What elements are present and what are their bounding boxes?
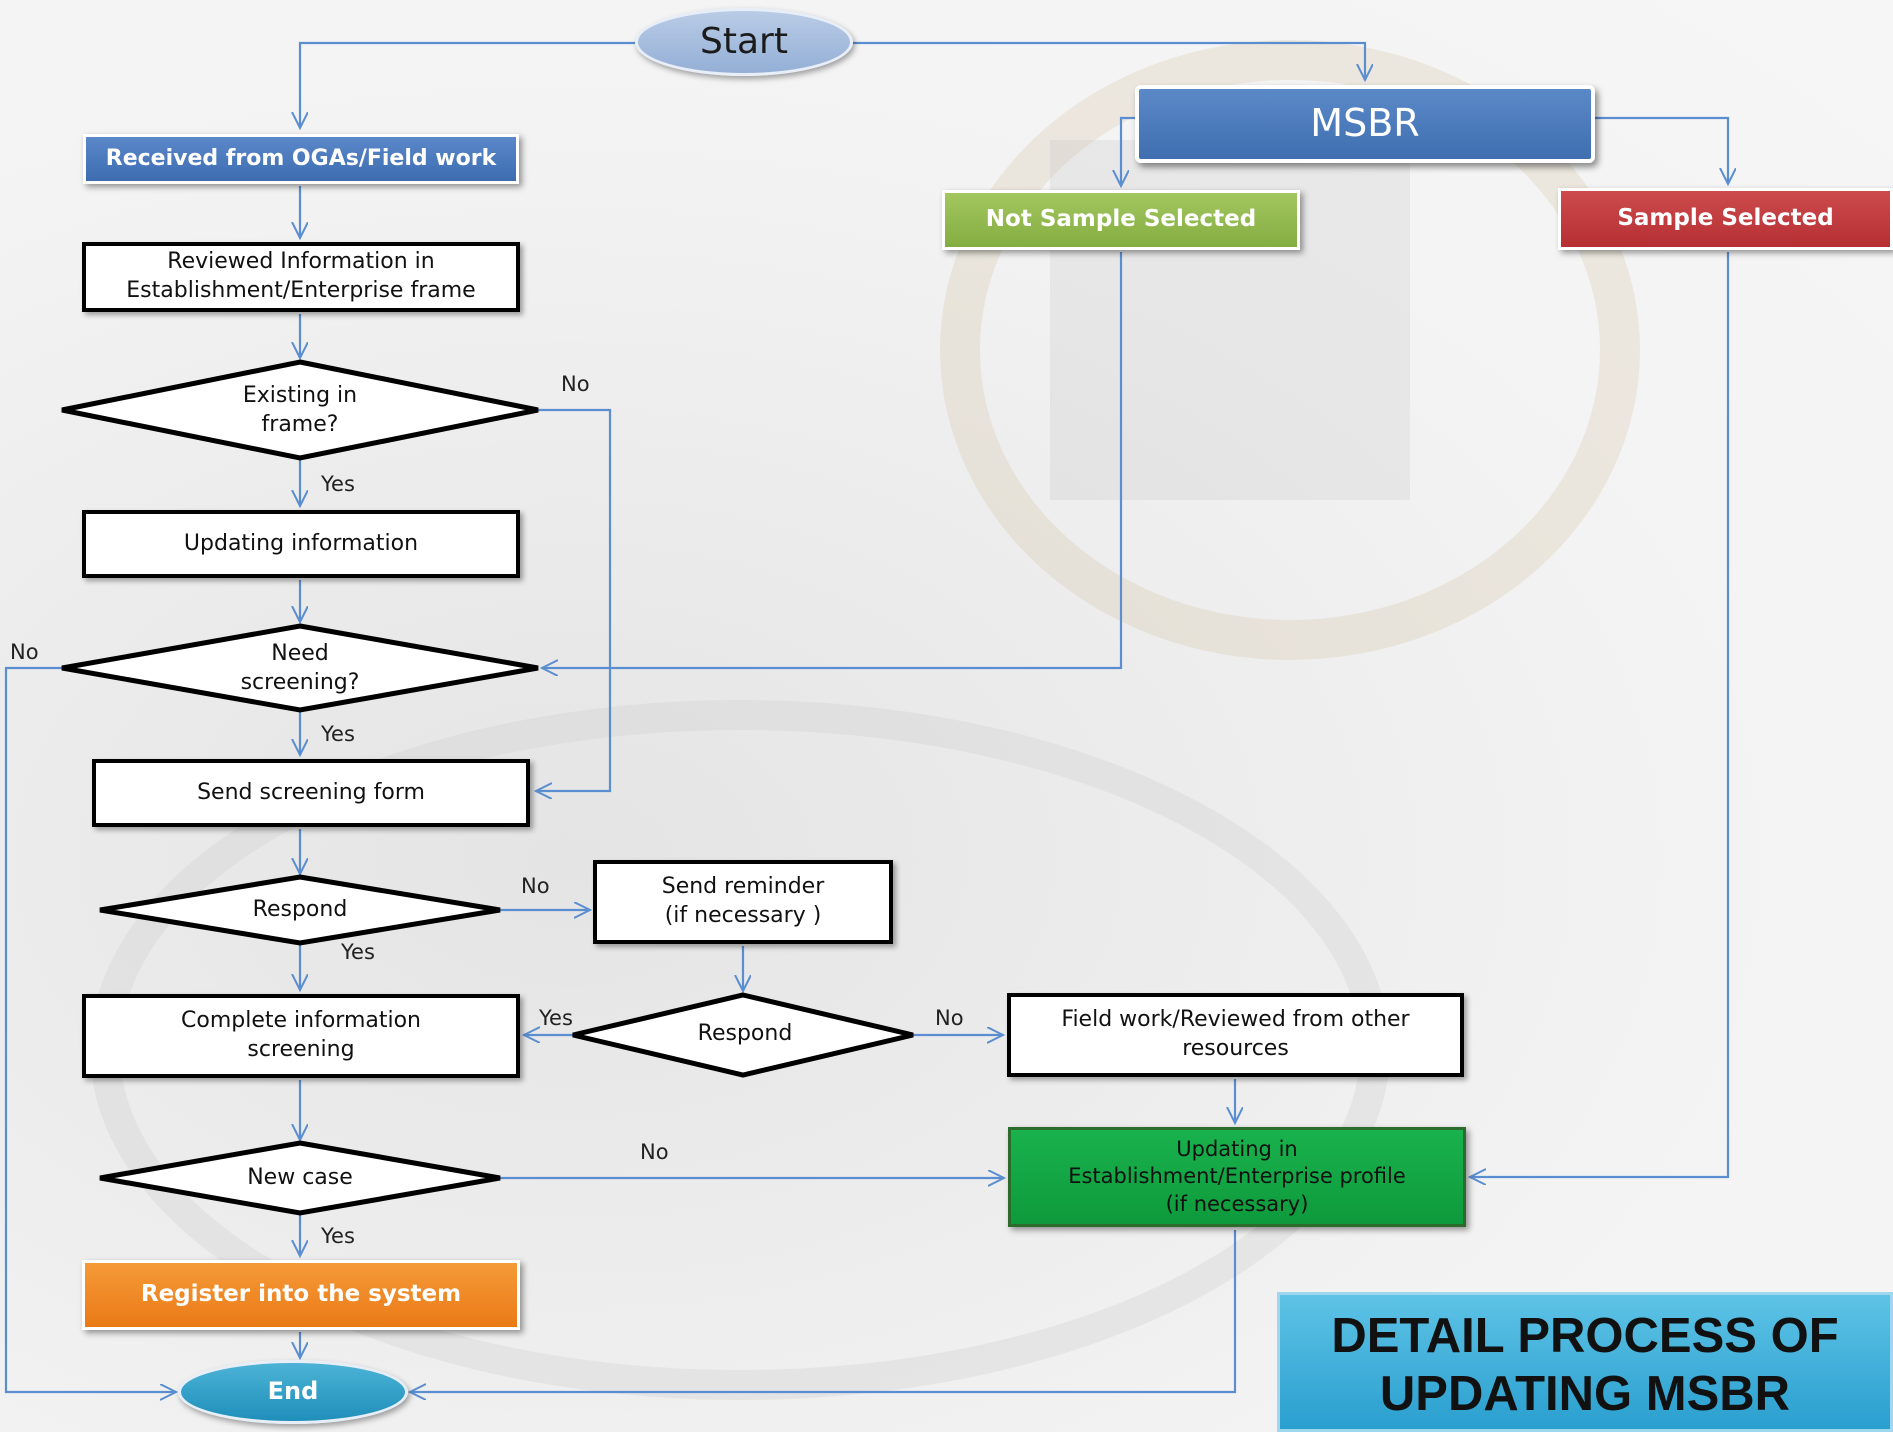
sample-to-profile-connector: [1470, 252, 1730, 1177]
end-node: End: [178, 1360, 408, 1424]
existing-yes-label: Yes: [321, 472, 355, 496]
respond-diamond: [99, 874, 501, 946]
new-case-yes-label: Yes: [321, 1224, 355, 1248]
title-line-2: UPDATING MSBR: [1379, 1367, 1791, 1421]
register-node: Register into the system: [82, 1260, 520, 1330]
screening-no-connector: [4, 666, 176, 1392]
start-to-received-connector: [300, 41, 635, 128]
respond-second-no-label: No: [935, 1006, 964, 1030]
respond-decision-label: Respond: [252, 896, 348, 922]
complete-screening-node: Complete information screening: [82, 994, 520, 1078]
need-screening-decision-label: Need screening?: [240, 641, 360, 695]
new-case-diamond: [99, 1140, 501, 1216]
sample-selected-node: Sample Selected: [1558, 188, 1893, 250]
existing-diamond: [61, 359, 539, 461]
existing-no-connector: [536, 408, 612, 791]
send-reminder-node: Send reminder (if necessary ): [593, 860, 893, 944]
not-sample-selected-node: Not Sample Selected: [942, 190, 1300, 250]
respond-second-yes-label: Yes: [539, 1006, 573, 1030]
received-node: Received from OGAs/Field work: [83, 134, 519, 184]
updating-profile-node: Updating in Establishment/Enterprise pro…: [1008, 1127, 1466, 1227]
msbr-to-sample-connector: [1595, 116, 1728, 184]
new-case-no-label: No: [640, 1140, 669, 1164]
profile-to-end-connector: [410, 1230, 1237, 1392]
respond-no-label: No: [521, 874, 550, 898]
msbr-to-not-sample-connector: [1121, 116, 1135, 186]
existing-no-label: No: [561, 372, 590, 396]
start-to-msbr-connector: [853, 41, 1365, 80]
updating-information-node: Updating information: [82, 510, 520, 578]
title-line-1: DETAIL PROCESS OF: [1331, 1309, 1839, 1363]
send-screening-form-node: Send screening form: [92, 759, 530, 827]
respond-second-diamond: [572, 992, 914, 1078]
start-node: Start: [635, 8, 853, 76]
existing-decision-label: Existing in frame?: [242, 383, 358, 437]
new-case-decision-label: New case: [247, 1164, 353, 1190]
not-sample-to-screening-connector: [542, 252, 1123, 668]
field-work-node: Field work/Reviewed from other resources: [1007, 993, 1464, 1077]
msbr-node: MSBR: [1135, 85, 1595, 163]
screening-no-label: No: [10, 640, 39, 664]
respond-second-decision-label: Respond: [697, 1020, 793, 1046]
screening-yes-label: Yes: [321, 722, 355, 746]
diagram-title: DETAIL PROCESS OF UPDATING MSBR: [1277, 1292, 1893, 1432]
reviewed-node: Reviewed Information in Establishment/En…: [82, 242, 520, 312]
need-screening-diamond: [61, 623, 539, 713]
respond-yes-label: Yes: [341, 940, 375, 964]
